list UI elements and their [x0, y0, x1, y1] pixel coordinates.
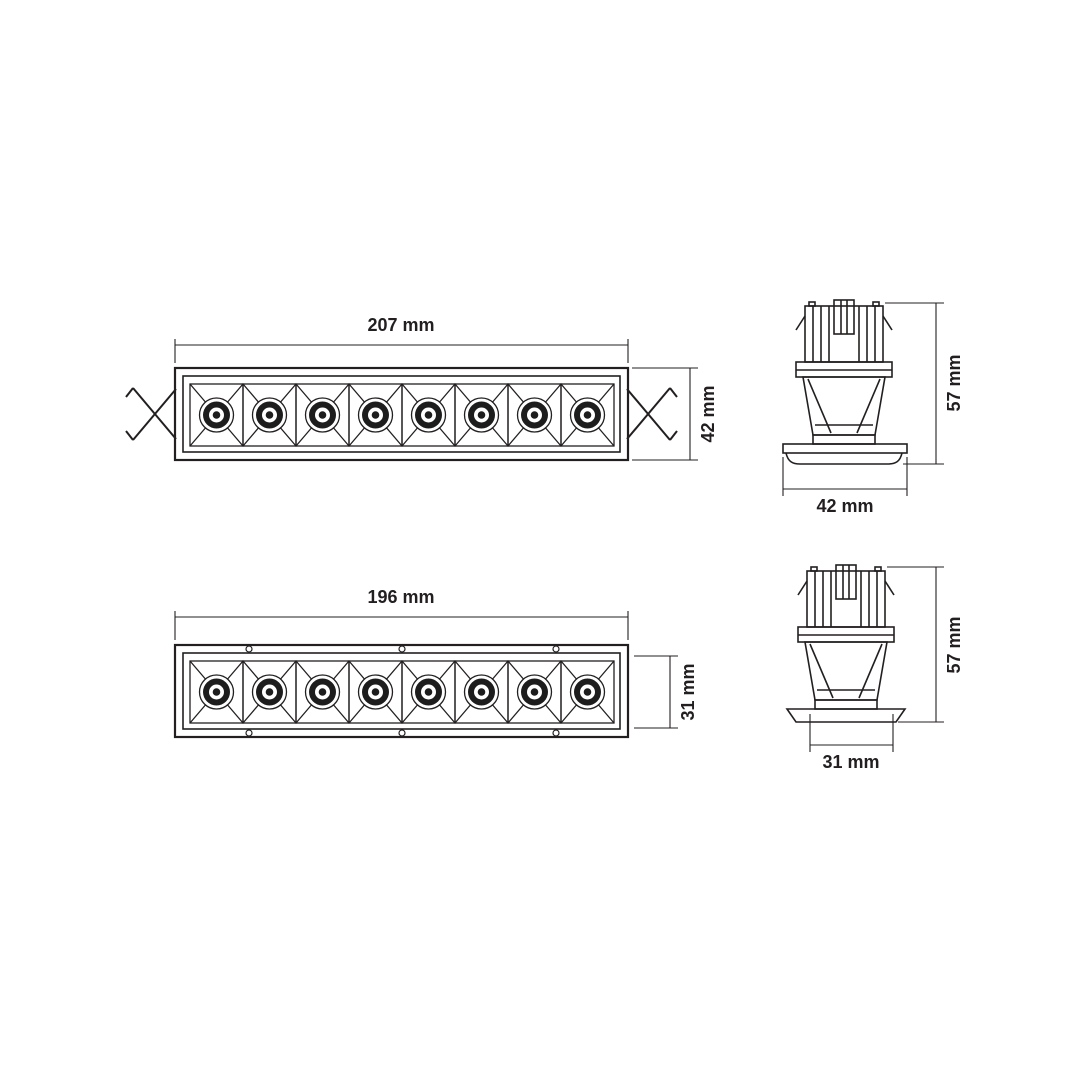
screw-hole: [552, 645, 560, 653]
led-cell-frame: [560, 660, 615, 724]
dimension-label-width-196: 196 mm: [367, 587, 434, 607]
spring-clip-left: [125, 387, 177, 441]
led-chip: [265, 411, 274, 419]
spring-clip-right: [626, 387, 678, 441]
side-view-31mm: 57 mm 31 mm: [785, 564, 964, 772]
led-chip: [318, 411, 327, 419]
dimension-width-196: 196 mm: [174, 587, 629, 640]
screw-hole: [245, 645, 253, 653]
led-cell-frame: [560, 383, 615, 447]
led-cell: [295, 383, 350, 447]
front-view-recessed: 196 mm 31 mm: [173, 587, 698, 739]
led-cell: [560, 383, 615, 447]
led-cell: [401, 383, 456, 447]
dimension-width-42-bottom: 42 mm: [782, 457, 908, 516]
dimension-label-width-31-bottom: 31 mm: [822, 752, 879, 772]
led-chip: [212, 688, 221, 696]
dimension-label-height-31: 31 mm: [678, 663, 698, 720]
led-chip: [530, 688, 539, 696]
led-cell: [348, 383, 403, 447]
led-cell: [507, 660, 562, 724]
led-cell: [454, 660, 509, 724]
led-chip: [477, 411, 486, 419]
dimension-height-57-top: 57 mm: [885, 302, 964, 465]
led-cell: [242, 383, 297, 447]
led-chip: [371, 688, 380, 696]
front-view-with-clips: 207 mm 42 mm: [125, 315, 718, 462]
fixture-inner-frame-recessed: [182, 652, 621, 730]
fixture-outer-frame: [173, 366, 630, 462]
led-cell: [560, 660, 615, 724]
led-chip: [530, 411, 539, 419]
fixture-outer-frame-recessed: [173, 643, 630, 739]
led-cell: [454, 383, 509, 447]
screw-hole: [398, 729, 406, 737]
dimension-label-height-57-bottom: 57 mm: [944, 616, 964, 673]
fixture-inner-frame: [182, 375, 621, 453]
led-array: [189, 383, 615, 447]
dimension-label-width-42-bottom: 42 mm: [816, 496, 873, 516]
led-cell: [189, 660, 244, 724]
fixture-profile-42: [795, 299, 893, 445]
dimension-height-31: 31 mm: [634, 655, 698, 729]
screw-hole: [552, 729, 560, 737]
trim-flange-42: [782, 443, 908, 465]
led-chip: [265, 688, 274, 696]
screw-hole: [245, 729, 253, 737]
led-chip: [318, 688, 327, 696]
led-cell: [295, 660, 350, 724]
led-chip: [583, 688, 592, 696]
led-chip: [212, 411, 221, 419]
trim-flange-31: [785, 708, 907, 723]
dimension-label-width-207: 207 mm: [367, 315, 434, 335]
led-chip: [477, 688, 486, 696]
dimension-width-207: 207 mm: [174, 315, 629, 363]
fixture-profile-31: [797, 564, 895, 710]
led-chip: [424, 688, 433, 696]
led-chip: [583, 411, 592, 419]
screw-holes: [245, 645, 560, 737]
dimension-height-42: 42 mm: [632, 367, 718, 461]
dimension-label-height-42: 42 mm: [698, 385, 718, 442]
dimension-label-height-57-top: 57 mm: [944, 354, 964, 411]
led-array-recessed: [189, 660, 615, 724]
led-cell: [242, 660, 297, 724]
led-chip: [424, 411, 433, 419]
screw-hole: [398, 645, 406, 653]
led-cell: [401, 660, 456, 724]
led-cell: [189, 383, 244, 447]
led-cell: [348, 660, 403, 724]
led-chip: [371, 411, 380, 419]
led-cell: [507, 383, 562, 447]
dimension-width-31-bottom: 31 mm: [809, 714, 894, 772]
dimension-height-57-bottom: 57 mm: [887, 566, 964, 723]
side-view-42mm: 57 mm 42 mm: [782, 299, 964, 516]
